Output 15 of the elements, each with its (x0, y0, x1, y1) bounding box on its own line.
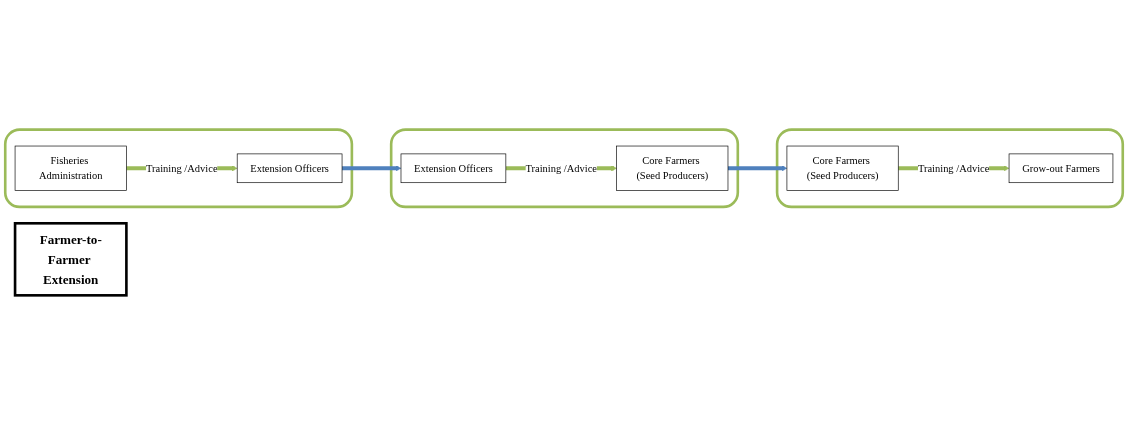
edge-label: Training /Advice (525, 162, 597, 174)
cluster (775, 128, 1125, 209)
node-box: Core Farmers (Seed Producers) (616, 145, 729, 191)
arrow (728, 165, 788, 172)
edge-label: Training /Advice (146, 162, 218, 174)
cluster (389, 128, 740, 209)
node-box: Extension Officers (400, 153, 507, 184)
node-box: Grow-out Farmers (1008, 153, 1114, 184)
node-box: Fisheries Administration (14, 145, 127, 191)
node-box: Core Farmers (Seed Producers) (786, 145, 899, 191)
edge-label: Training /Advice (917, 162, 990, 174)
node-box: Extension Officers (236, 153, 343, 184)
cluster (3, 128, 354, 209)
arrow (342, 165, 402, 172)
node-box: Farmer-to-Farmer Extension (13, 222, 128, 297)
